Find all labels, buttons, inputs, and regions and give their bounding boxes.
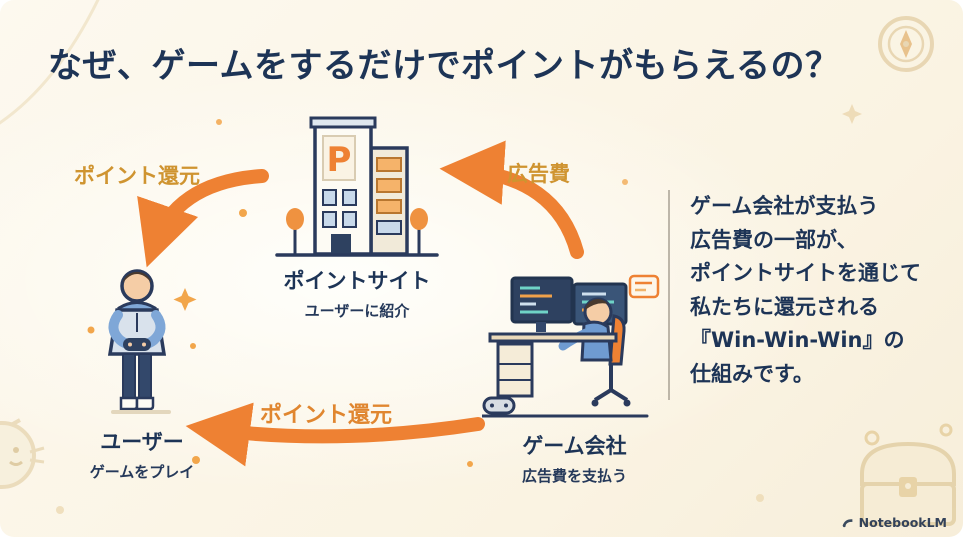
explanation-line: 私たちに還元される: [690, 294, 879, 319]
node-game-company: ゲーム会社 広告費を支払う: [482, 272, 667, 486]
node-point-site: P ポイントサイト ユーザーに紹介: [262, 112, 452, 321]
explanation-text: ゲーム会社が支払う 広告費の一部が、 ポイントサイトを通じて 私たちに還元される…: [690, 190, 950, 391]
node-user-label: ユーザー: [100, 430, 184, 454]
dot-decoration: [56, 506, 64, 514]
arrow-label-point-return-bottom: ポイント還元: [260, 403, 393, 428]
node-point-site-label: ポイントサイト: [283, 269, 431, 293]
node-point-site-sublabel: ユーザーに紹介: [304, 302, 410, 320]
notebooklm-brand-label: NotebookLM: [858, 515, 947, 530]
sparkle-dot: [239, 209, 247, 217]
sparkle-dot: [622, 179, 628, 185]
node-user: ユーザー ゲームをプレイ: [62, 258, 222, 482]
node-game-company-label: ゲーム会社: [522, 434, 627, 458]
cat-icon: [0, 418, 45, 489]
node-game-company-sublabel: 広告費を支払う: [521, 467, 627, 485]
page-title: なぜ、ゲームをするだけでポイントがもらえるの？: [48, 46, 840, 86]
explanation-line: ゲーム会社が支払う: [690, 194, 879, 218]
notebooklm-badge: NotebookLM: [841, 515, 947, 530]
explanation-line: ポイントサイトを通じて: [690, 261, 921, 285]
explanation-line: 『Win-Win-Win』の: [690, 328, 905, 352]
user-person-icon: [87, 269, 197, 414]
arrow-label-point-return-top: ポイント還元: [74, 164, 200, 188]
notebooklm-logo-icon: [842, 519, 853, 528]
game-company-developer-icon: [482, 274, 660, 418]
explanation-line: 仕組みです。: [690, 361, 814, 386]
node-user-sublabel: ゲームをプレイ: [89, 463, 195, 481]
sparkle-dot: [467, 461, 473, 467]
dot-decoration: [756, 494, 764, 502]
building-p-sign: P: [327, 140, 352, 180]
explanation-line: 広告費の一部が、: [690, 227, 858, 252]
vertical-divider: [668, 190, 670, 400]
point-site-building-icon: P: [275, 116, 439, 257]
star-decoration: [842, 104, 862, 124]
sparkle-dot: [216, 119, 222, 125]
treasure-chest-icon: [860, 423, 956, 526]
arrow-label-ad-fee: 広告費: [507, 162, 570, 186]
